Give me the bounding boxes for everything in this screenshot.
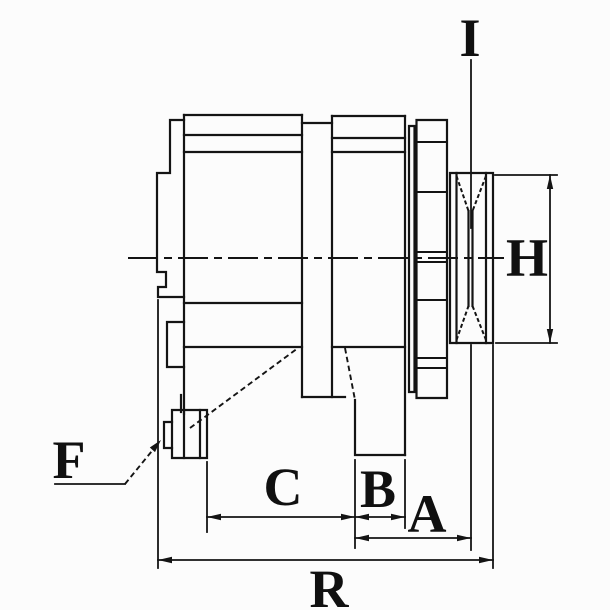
a-arrow-right: [457, 534, 471, 542]
c-arrow-left: [207, 513, 221, 521]
stator-section: [300, 114, 347, 399]
pulley-outline: [448, 171, 495, 345]
dimension-h: H: [494, 174, 558, 344]
pulley-groove-wall-bottom-left: [455, 305, 470, 341]
fan-section: [407, 118, 449, 400]
dimension-f: F: [53, 430, 161, 490]
front-mounting-bracket-profile: [155, 118, 186, 299]
dimension-a: A: [354, 344, 472, 551]
dimension-r: R: [157, 299, 494, 610]
rear-lug-slant-edge: [344, 347, 356, 401]
front-lug-cap: [162, 420, 174, 450]
dimension-i: I: [459, 8, 481, 229]
dimension-b: B: [354, 459, 406, 529]
dim-label-b: B: [360, 459, 396, 519]
rear-mounting-lug: [353, 398, 407, 457]
b-arrow-left: [355, 513, 369, 521]
h-arrow-up: [546, 175, 554, 189]
front-housing: [155, 113, 304, 416]
pulley-groove-wall-top-left: [455, 175, 470, 212]
rear-band: [407, 124, 416, 394]
r-arrow-right: [479, 556, 493, 564]
dim-label-r: R: [310, 559, 350, 610]
front-lug-body: [170, 408, 209, 460]
dimension-c: C: [206, 457, 356, 549]
b-arrow-right: [391, 513, 405, 521]
c-arrow-right: [341, 513, 355, 521]
dim-label-f: F: [53, 430, 86, 490]
dim-label-h: H: [506, 228, 548, 288]
pulley-groove-wall-top-right: [471, 175, 487, 212]
pulley-groove-wall-bottom-right: [471, 305, 487, 341]
front-mounting-lug: [162, 347, 299, 460]
r-arrow-left: [158, 556, 172, 564]
f-arrow: [149, 440, 161, 453]
dim-label-a: A: [408, 484, 447, 544]
dim-label-c: C: [264, 457, 303, 517]
rear-housing: [330, 114, 407, 457]
lug-diagonal-edge-line: [189, 347, 299, 429]
front-side-boss: [165, 320, 186, 369]
h-arrow-down: [546, 329, 554, 343]
fan-strip: [415, 118, 449, 400]
a-arrow-left: [355, 534, 369, 542]
dim-label-i: I: [459, 8, 480, 68]
f-leader-diagonal: [124, 445, 157, 485]
